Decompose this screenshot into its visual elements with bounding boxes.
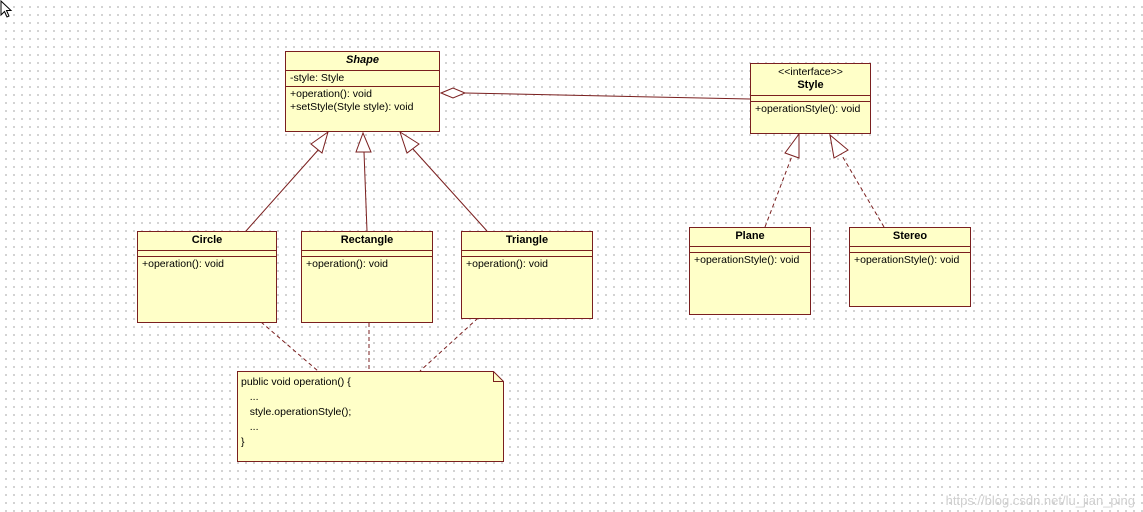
class-shape-attributes: -style: Style bbox=[286, 71, 439, 87]
class-triangle[interactable]: Triangle +operation(): void bbox=[461, 231, 593, 319]
class-circle-name: Circle bbox=[138, 232, 276, 251]
class-style-operations: +operationStyle(): void bbox=[751, 102, 870, 117]
class-stereo[interactable]: Stereo +operationStyle(): void bbox=[849, 227, 971, 307]
watermark: https://blog.csdn.net/lu_jian_ping bbox=[945, 493, 1135, 508]
class-shape-operation: +setStyle(Style style): void bbox=[290, 101, 414, 113]
realization-arrowhead-plane bbox=[784, 132, 800, 159]
class-stereo-attributes bbox=[850, 247, 970, 253]
class-circle-operation: +operation(): void bbox=[142, 258, 225, 270]
generalization-line-rectangle bbox=[363, 151, 368, 232]
class-shape-name: Shape bbox=[286, 52, 439, 71]
note-link-circle bbox=[260, 321, 319, 372]
class-style-name: Style bbox=[797, 79, 824, 91]
realization-line-stereo bbox=[840, 153, 885, 228]
class-rectangle-attributes bbox=[302, 251, 432, 257]
note[interactable]: public void operation() { ... style.oper… bbox=[237, 371, 504, 462]
class-triangle-name: Triangle bbox=[462, 232, 592, 251]
generalization-arrowhead-rectangle bbox=[355, 131, 372, 153]
realization-line-plane bbox=[764, 155, 793, 228]
class-style-attributes bbox=[751, 96, 870, 102]
class-shape-attribute: -style: Style bbox=[290, 72, 345, 84]
class-style-name-compartment: <<interface>> Style bbox=[751, 64, 870, 96]
class-plane-name: Plane bbox=[690, 228, 810, 247]
class-style-operation: +operationStyle(): void bbox=[755, 103, 861, 115]
class-circle-operations: +operation(): void bbox=[138, 257, 276, 272]
class-rectangle-operations: +operation(): void bbox=[302, 257, 432, 272]
mouse-cursor-icon bbox=[0, 0, 13, 18]
class-plane-operations: +operationStyle(): void bbox=[690, 253, 810, 268]
class-shape-operations: +operation(): void +setStyle(Style style… bbox=[286, 87, 439, 115]
class-triangle-attributes bbox=[462, 251, 592, 257]
class-stereo-operations: +operationStyle(): void bbox=[850, 253, 970, 268]
class-rectangle-name: Rectangle bbox=[302, 232, 432, 251]
class-shape-operation: +operation(): void bbox=[290, 88, 373, 100]
generalization-line-circle bbox=[245, 148, 320, 232]
class-circle-attributes bbox=[138, 251, 276, 257]
note-link-triangle bbox=[419, 317, 479, 372]
class-triangle-operation: +operation(): void bbox=[466, 258, 549, 270]
generalization-line-triangle bbox=[412, 148, 488, 232]
class-plane-operation: +operationStyle(): void bbox=[694, 254, 800, 266]
class-style[interactable]: <<interface>> Style +operationStyle(): v… bbox=[750, 63, 871, 134]
note-shape bbox=[237, 371, 504, 462]
class-plane[interactable]: Plane +operationStyle(): void bbox=[689, 227, 811, 315]
class-triangle-operations: +operation(): void bbox=[462, 257, 592, 272]
class-rectangle-operation: +operation(): void bbox=[306, 258, 389, 270]
class-shape[interactable]: Shape -style: Style +operation(): void +… bbox=[285, 51, 440, 132]
class-style-stereotype: <<interface>> bbox=[778, 66, 843, 78]
class-stereo-name: Stereo bbox=[850, 228, 970, 247]
class-plane-attributes bbox=[690, 247, 810, 253]
class-rectangle[interactable]: Rectangle +operation(): void bbox=[301, 231, 433, 323]
generalization-arrowhead-circle bbox=[310, 130, 329, 154]
class-stereo-operation: +operationStyle(): void bbox=[854, 254, 960, 266]
aggregation-diamond bbox=[439, 87, 467, 99]
aggregation-line bbox=[464, 92, 751, 100]
note-text: public void operation() { ... style.oper… bbox=[241, 376, 352, 448]
generalization-arrowhead-triangle bbox=[399, 130, 420, 154]
realization-arrowhead-stereo bbox=[829, 133, 849, 159]
class-circle[interactable]: Circle +operation(): void bbox=[137, 231, 277, 323]
